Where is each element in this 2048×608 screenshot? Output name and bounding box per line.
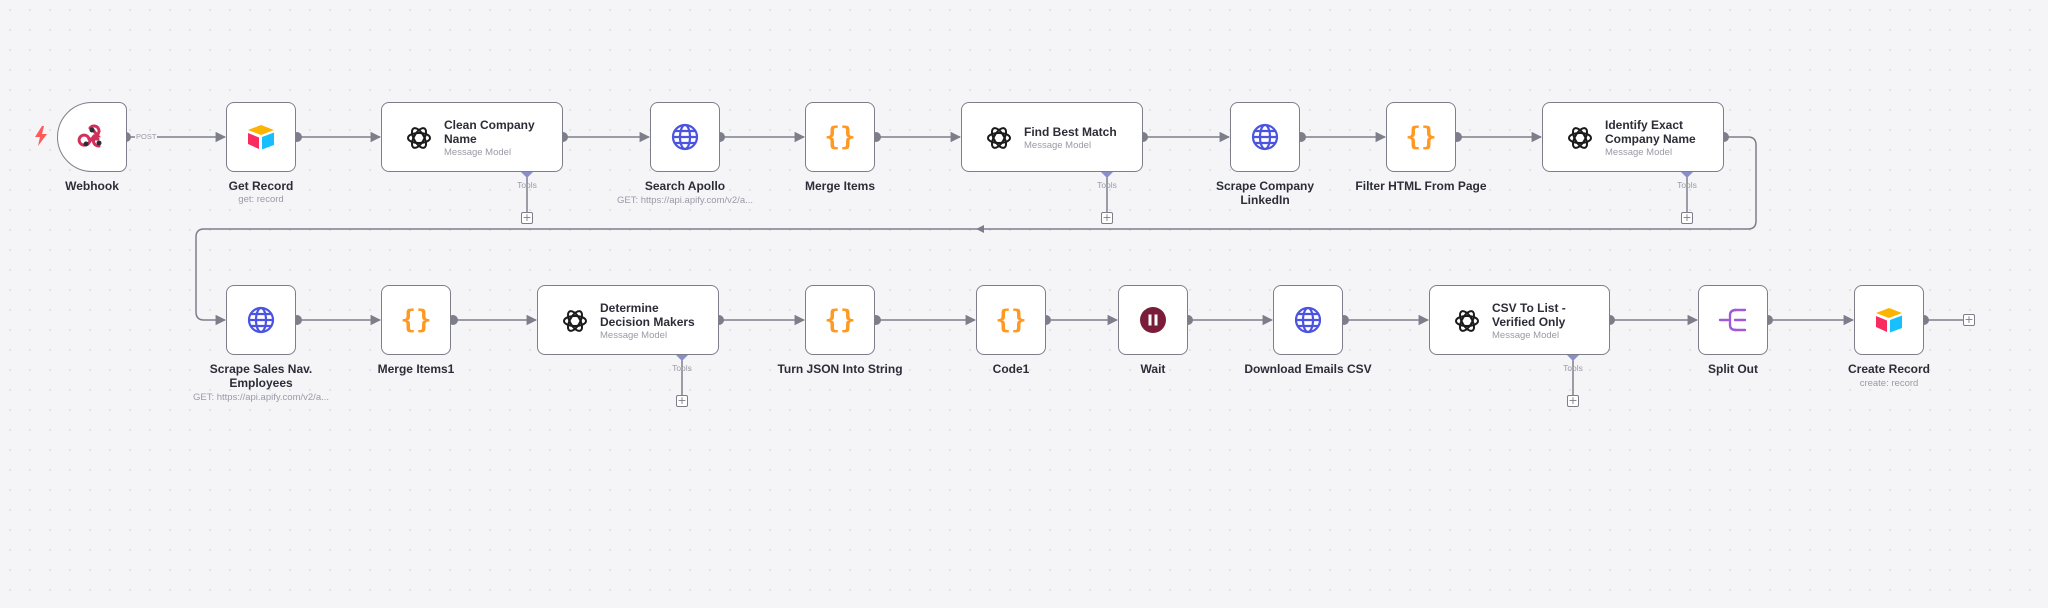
node-subtitle-csv-to-list: Message Model xyxy=(1492,330,1560,341)
node-sublabel-get-record: get: record xyxy=(238,194,284,205)
node-create-record[interactable] xyxy=(1854,285,1924,355)
node-label-create-record: Create Record xyxy=(1847,362,1931,376)
node-title-clean-company-name: Clean Company Name xyxy=(444,118,535,146)
split-out-icon xyxy=(1699,286,1767,354)
node-label-webhook: Webhook xyxy=(65,179,119,193)
node-search-apollo[interactable] xyxy=(650,102,720,172)
node-subtitle-identify-exact-company-name: Message Model xyxy=(1605,147,1673,158)
code-braces-icon: {} xyxy=(824,305,856,335)
node-subtitle-determine-decision-makers: Message Model xyxy=(600,330,668,341)
node-split-out[interactable] xyxy=(1698,285,1768,355)
node-title-find-best-match: Find Best Match xyxy=(1024,125,1117,139)
openai-icon xyxy=(982,121,1016,155)
webhook-icon xyxy=(58,103,126,171)
node-label-scrape-company-linkedin: Scrape Company LinkedIn xyxy=(1215,179,1315,207)
node-label-merge-items1: Merge Items1 xyxy=(377,362,455,376)
globe-icon xyxy=(1231,103,1299,171)
add-tool-button[interactable]: + xyxy=(1101,211,1113,224)
airtable-icon xyxy=(1855,286,1923,354)
node-csv-to-list[interactable]: CSV To List - Verified Only Message Mode… xyxy=(1429,285,1610,355)
node-label-filter-html: Filter HTML From Page xyxy=(1355,179,1487,193)
node-label-scrape-sales-nav: Scrape Sales Nav. Employees xyxy=(209,362,313,390)
globe-icon xyxy=(651,103,719,171)
pause-icon xyxy=(1119,286,1187,354)
node-label-download-emails-csv: Download Emails CSV xyxy=(1244,362,1372,376)
globe-icon xyxy=(227,286,295,354)
node-scrape-sales-nav[interactable] xyxy=(226,285,296,355)
openai-icon xyxy=(1563,121,1597,155)
node-clean-company-name[interactable]: Clean Company Name Message Model xyxy=(381,102,563,172)
code-braces-icon: {} xyxy=(995,305,1027,335)
tools-port-label: Tools xyxy=(1097,180,1117,190)
node-label-search-apollo: Search Apollo xyxy=(644,179,726,193)
node-label-wait: Wait xyxy=(1140,362,1166,376)
openai-icon xyxy=(402,121,436,155)
add-next-node-button[interactable]: + xyxy=(1963,313,1975,326)
node-label-merge-items: Merge Items xyxy=(804,179,876,193)
node-title-csv-to-list: CSV To List - Verified Only xyxy=(1492,301,1566,329)
node-download-emails-csv[interactable] xyxy=(1273,285,1343,355)
node-merge-items[interactable]: {} xyxy=(805,102,875,172)
tools-port-label: Tools xyxy=(672,363,692,373)
add-tool-button[interactable]: + xyxy=(676,394,688,407)
node-sublabel-scrape-sales-nav: GET: https://api.apify.com/v2/a... xyxy=(192,392,330,403)
node-turn-json-into-string[interactable]: {} xyxy=(805,285,875,355)
add-tool-button[interactable]: + xyxy=(1681,211,1693,224)
node-determine-decision-makers[interactable]: Determine Decision Makers Message Model xyxy=(537,285,719,355)
node-identify-exact-company-name[interactable]: Identify Exact Company Name Message Mode… xyxy=(1542,102,1724,172)
webhook-port-label: POST xyxy=(135,132,158,141)
node-merge-items1[interactable]: {} xyxy=(381,285,451,355)
globe-icon xyxy=(1274,286,1342,354)
node-label-code1: Code1 xyxy=(992,362,1030,376)
node-wait[interactable] xyxy=(1118,285,1188,355)
tools-port-label: Tools xyxy=(1563,363,1583,373)
node-webhook[interactable] xyxy=(57,102,127,172)
openai-icon xyxy=(1450,304,1484,338)
openai-icon xyxy=(558,304,592,338)
node-subtitle-clean-company-name: Message Model xyxy=(444,147,512,158)
trigger-bolt-icon xyxy=(35,126,47,146)
node-sublabel-create-record: create: record xyxy=(1859,378,1919,389)
node-title-identify-exact-company-name: Identify Exact Company Name xyxy=(1605,118,1696,146)
node-label-get-record: Get Record xyxy=(228,179,294,193)
tools-port-label: Tools xyxy=(517,180,537,190)
node-label-turn-json-into-string: Turn JSON Into String xyxy=(777,362,903,376)
node-code1[interactable]: {} xyxy=(976,285,1046,355)
node-label-split-out: Split Out xyxy=(1708,362,1758,376)
node-title-determine-decision-makers: Determine Decision Makers xyxy=(600,301,695,329)
node-filter-html[interactable]: {} xyxy=(1386,102,1456,172)
node-subtitle-find-best-match: Message Model xyxy=(1024,140,1092,151)
code-braces-icon: {} xyxy=(400,305,432,335)
code-braces-icon: {} xyxy=(1405,122,1437,152)
airtable-icon xyxy=(227,103,295,171)
node-get-record[interactable] xyxy=(226,102,296,172)
node-find-best-match[interactable]: Find Best Match Message Model xyxy=(961,102,1143,172)
tools-port-label: Tools xyxy=(1677,180,1697,190)
add-tool-button[interactable]: + xyxy=(521,211,533,224)
add-tool-button[interactable]: + xyxy=(1567,394,1579,407)
code-braces-icon: {} xyxy=(824,122,856,152)
node-scrape-company-linkedin[interactable] xyxy=(1230,102,1300,172)
node-sublabel-search-apollo: GET: https://api.apify.com/v2/a... xyxy=(616,195,754,206)
